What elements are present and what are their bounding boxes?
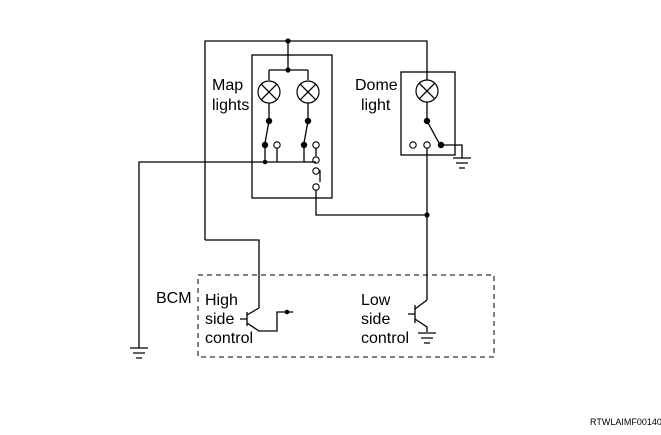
map-lamp-right-icon xyxy=(296,80,320,104)
dome-switch-blade xyxy=(426,120,440,144)
low-side-transistor-icon xyxy=(408,299,428,332)
dome-light-label-line2: light xyxy=(361,97,391,114)
dome-light-housing xyxy=(400,71,456,156)
bcm-label: BCM xyxy=(156,290,192,307)
bcm-enclosure xyxy=(197,274,495,358)
map-left-contact-dot xyxy=(261,141,269,149)
dome-terminal-middle xyxy=(423,141,431,149)
map-right-contact-dot xyxy=(300,141,308,149)
junction-dot-top xyxy=(285,38,291,44)
low-side-label-line2: side xyxy=(361,311,390,328)
ground-icon-low-side xyxy=(418,332,436,344)
map-common-wire xyxy=(265,148,305,163)
map-left-switch-blade xyxy=(264,120,270,144)
map-right-open-terminal xyxy=(312,141,320,149)
dome-ground-wire xyxy=(441,144,463,158)
map-lamp-leads xyxy=(268,103,309,120)
map-lamp-left-icon xyxy=(257,80,281,104)
door-switch-terminal-2 xyxy=(312,167,320,175)
map-left-open-terminal xyxy=(273,141,281,149)
map-lamp-taps xyxy=(268,70,309,80)
high-side-wire xyxy=(205,239,260,308)
high-side-label-line3: control xyxy=(205,330,253,347)
door-to-low-side-wire xyxy=(315,190,427,216)
figure-code: RTWLAIMF001401 xyxy=(590,417,661,427)
map-lights-label-line1: Map xyxy=(212,77,243,94)
map-lights-label-line2: lights xyxy=(212,97,249,114)
junction-dot-map-bus xyxy=(285,67,291,73)
low-side-label-line1: Low xyxy=(361,292,391,309)
high-side-transistor-icon xyxy=(240,307,287,332)
door-switch-terminal-3 xyxy=(312,183,320,191)
dome-lamp-icon xyxy=(415,79,439,103)
high-side-label-line1: High xyxy=(205,292,238,309)
high-side-label-line2: side xyxy=(205,311,234,328)
ground-icon-dome xyxy=(453,157,471,169)
ground-icon-left xyxy=(130,347,148,359)
supply-bus-wire xyxy=(204,40,428,240)
low-side-label-line3: control xyxy=(361,330,409,347)
map-right-switch-blade xyxy=(303,120,309,144)
dome-light-label-line1: Dome xyxy=(355,77,398,94)
dome-terminal-left xyxy=(409,141,417,149)
map-lights-housing xyxy=(251,54,333,199)
map-left-ground-wire xyxy=(138,148,266,348)
